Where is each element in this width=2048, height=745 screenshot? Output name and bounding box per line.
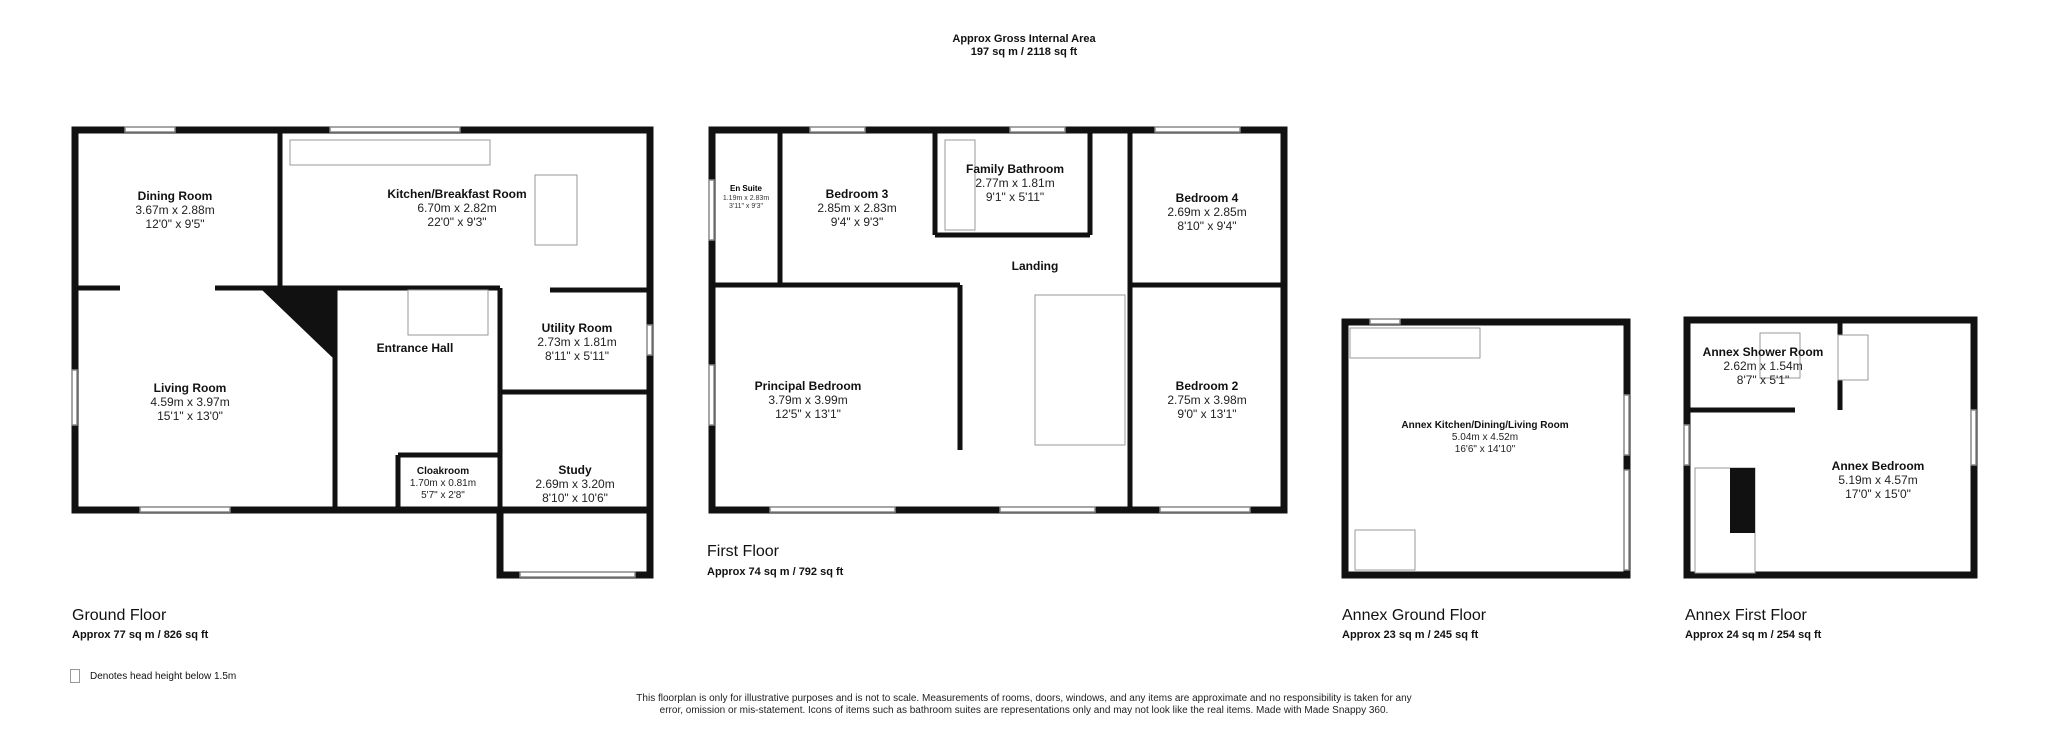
room-landing: Landing <box>1012 259 1059 273</box>
svg-text:Dining Room: Dining Room <box>138 189 213 203</box>
svg-text:2.69m x 3.20m: 2.69m x 3.20m <box>535 477 614 491</box>
svg-text:16'6" x 14'10": 16'6" x 14'10" <box>1455 444 1516 455</box>
room-entrance-hall: Entrance Hall <box>377 341 454 355</box>
svg-text:22'0" x 9'3": 22'0" x 9'3" <box>427 215 486 229</box>
svg-text:Annex Shower Room: Annex Shower Room <box>1703 345 1824 359</box>
room-principal-bedroom: Principal Bedroom 3.79m x 3.99m 12'5" x … <box>755 379 862 421</box>
svg-text:8'10" x 9'4": 8'10" x 9'4" <box>1177 219 1236 233</box>
svg-text:Utility Room: Utility Room <box>542 321 613 335</box>
svg-text:12'0" x 9'5": 12'0" x 9'5" <box>145 217 204 231</box>
floor-area-first: Approx 74 sq m / 792 sq ft <box>707 566 844 578</box>
svg-text:Principal Bedroom: Principal Bedroom <box>755 379 862 393</box>
gross-area-title: Approx Gross Internal Area <box>952 33 1096 45</box>
first-floor-plan <box>708 126 1288 514</box>
svg-text:4.59m x 3.97m: 4.59m x 3.97m <box>150 395 229 409</box>
floor-area-annex-ground: Approx 23 sq m / 245 sq ft <box>1342 629 1479 641</box>
svg-text:3'11" x 9'3": 3'11" x 9'3" <box>729 203 763 210</box>
svg-text:9'1" x 5'11": 9'1" x 5'11" <box>986 190 1044 204</box>
svg-text:6.70m x 2.82m: 6.70m x 2.82m <box>417 201 496 215</box>
annex-first-floor-plan <box>1683 316 1978 579</box>
floor-area-ground: Approx 77 sq m / 826 sq ft <box>72 629 209 641</box>
floor-name-first: First Floor <box>707 543 779 560</box>
svg-text:1.70m x 0.81m: 1.70m x 0.81m <box>410 478 476 489</box>
room-study: Study 2.69m x 3.20m 8'10" x 10'6" <box>535 463 614 505</box>
floor-name-ground: Ground Floor <box>72 607 167 624</box>
svg-text:Bedroom 2: Bedroom 2 <box>1176 379 1239 393</box>
svg-text:Kitchen/Breakfast Room: Kitchen/Breakfast Room <box>387 187 526 201</box>
svg-text:2.77m x 1.81m: 2.77m x 1.81m <box>975 176 1054 190</box>
svg-text:17'0" x 15'0": 17'0" x 15'0" <box>1845 487 1911 501</box>
svg-text:15'1" x 13'0": 15'1" x 13'0" <box>157 409 223 423</box>
room-living: Living Room 4.59m x 3.97m 15'1" x 13'0" <box>150 381 229 423</box>
svg-text:2.85m x 2.83m: 2.85m x 2.83m <box>817 201 896 215</box>
svg-text:5.19m x 4.57m: 5.19m x 4.57m <box>1838 473 1917 487</box>
svg-text:Bedroom 3: Bedroom 3 <box>826 187 889 201</box>
room-bedroom-4: Bedroom 4 2.69m x 2.85m 8'10" x 9'4" <box>1167 191 1246 233</box>
room-family-bathroom: Family Bathroom 2.77m x 1.81m 9'1" x 5'1… <box>966 162 1064 204</box>
room-bedroom-3: Bedroom 3 2.85m x 2.83m 9'4" x 9'3" <box>817 187 896 229</box>
svg-text:Cloakroom: Cloakroom <box>417 466 469 477</box>
legend-text: Denotes head height below 1.5m <box>90 670 237 682</box>
legend-swatch <box>70 669 80 683</box>
floor-name-annex-ground: Annex Ground Floor <box>1342 607 1487 624</box>
room-annex-bedroom: Annex Bedroom 5.19m x 4.57m 17'0" x 15'0… <box>1832 459 1925 501</box>
svg-text:12'5" x 13'1": 12'5" x 13'1" <box>775 407 841 421</box>
room-utility: Utility Room 2.73m x 1.81m 8'11" x 5'11" <box>537 321 616 363</box>
svg-text:2.69m x 2.85m: 2.69m x 2.85m <box>1167 205 1246 219</box>
svg-text:Study: Study <box>558 463 592 477</box>
svg-text:Entrance Hall: Entrance Hall <box>377 341 454 355</box>
svg-text:Annex Bedroom: Annex Bedroom <box>1832 459 1925 473</box>
svg-text:2.75m x 3.98m: 2.75m x 3.98m <box>1167 393 1246 407</box>
svg-text:8'7" x 5'1": 8'7" x 5'1" <box>1737 373 1789 387</box>
room-annex-shower: Annex Shower Room 2.62m x 1.54m 8'7" x 5… <box>1703 345 1824 387</box>
svg-text:3.67m x 2.88m: 3.67m x 2.88m <box>135 203 214 217</box>
gross-area-value: 197 sq m / 2118 sq ft <box>970 46 1078 58</box>
svg-text:8'11" x 5'11": 8'11" x 5'11" <box>545 349 609 363</box>
room-en-suite: En Suite 1.19m x 2.83m 3'11" x 9'3" <box>723 184 769 210</box>
svg-text:Landing: Landing <box>1012 259 1059 273</box>
floor-name-annex-first: Annex First Floor <box>1685 607 1807 624</box>
room-dining: Dining Room 3.67m x 2.88m 12'0" x 9'5" <box>135 189 214 231</box>
room-kitchen: Kitchen/Breakfast Room 6.70m x 2.82m 22'… <box>387 187 526 229</box>
svg-text:Family Bathroom: Family Bathroom <box>966 162 1064 176</box>
room-cloakroom: Cloakroom 1.70m x 0.81m 5'7" x 2'8" <box>410 466 476 501</box>
ground-floor-plan <box>71 126 654 579</box>
svg-text:2.73m x 1.81m: 2.73m x 1.81m <box>537 335 616 349</box>
legend: Denotes head height below 1.5m <box>70 669 236 683</box>
svg-text:1.19m x 2.83m: 1.19m x 2.83m <box>723 195 769 202</box>
svg-text:Living Room: Living Room <box>154 381 227 395</box>
svg-text:5'7" x 2'8": 5'7" x 2'8" <box>421 490 465 501</box>
svg-text:9'0" x 13'1": 9'0" x 13'1" <box>1177 407 1236 421</box>
floor-area-annex-first: Approx 24 sq m / 254 sq ft <box>1685 629 1822 641</box>
room-bedroom-2: Bedroom 2 2.75m x 3.98m 9'0" x 13'1" <box>1167 379 1246 421</box>
svg-text:2.62m x 1.54m: 2.62m x 1.54m <box>1723 359 1802 373</box>
svg-text:En Suite: En Suite <box>730 184 763 193</box>
svg-text:5.04m x 4.52m: 5.04m x 4.52m <box>1452 432 1518 443</box>
annex-ground-floor-plan <box>1341 318 1631 579</box>
svg-text:3.79m x 3.99m: 3.79m x 3.99m <box>768 393 847 407</box>
svg-text:Bedroom 4: Bedroom 4 <box>1176 191 1239 205</box>
room-annex-kitchen: Annex Kitchen/Dining/Living Room 5.04m x… <box>1401 420 1568 455</box>
svg-text:Annex Kitchen/Dining/Living Ro: Annex Kitchen/Dining/Living Room <box>1401 420 1568 431</box>
svg-text:9'4" x 9'3": 9'4" x 9'3" <box>831 215 883 229</box>
disclaimer: This floorplan is only for illustrative … <box>636 693 1412 716</box>
svg-text:8'10" x 10'6": 8'10" x 10'6" <box>542 491 608 505</box>
